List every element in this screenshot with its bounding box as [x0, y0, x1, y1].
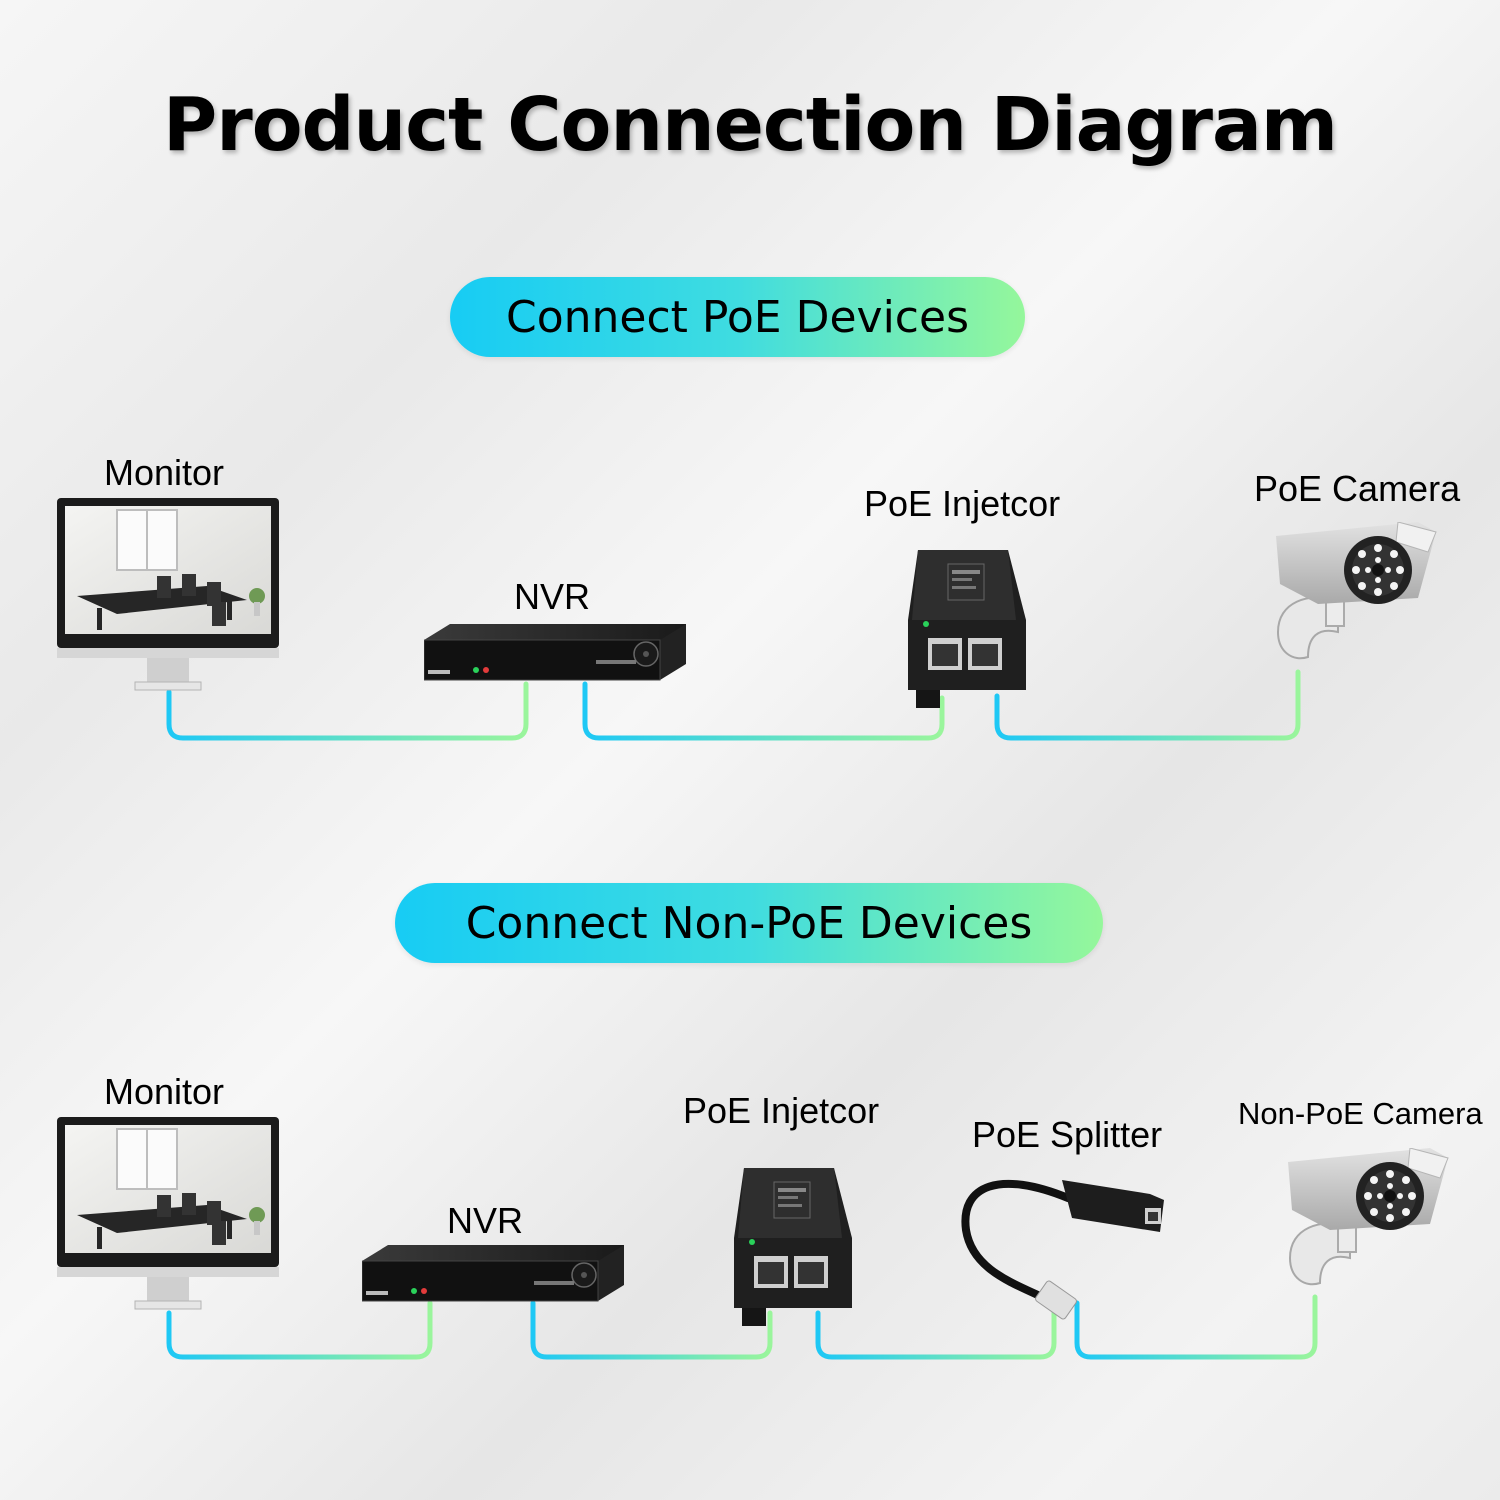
label-nvr-1: NVR — [514, 576, 591, 617]
label-camera-2: Non-PoE Camera — [1238, 1096, 1483, 1131]
label-injector-1: PoE Injetcor — [864, 483, 1061, 524]
label-splitter-2: PoE Splitter — [972, 1114, 1163, 1155]
poe-splitter-icon — [961, 1179, 1164, 1320]
camera-icon-2 — [1287, 1148, 1449, 1286]
label-monitor-2: Monitor — [104, 1071, 225, 1112]
label-nvr-2: NVR — [447, 1200, 524, 1241]
cable-nvr-injector-2 — [530, 1300, 773, 1360]
poe-injector-icon-1 — [908, 550, 1026, 709]
page-title: Product Connection Diagram — [162, 82, 1338, 168]
poe-injector-icon-2 — [734, 1168, 852, 1327]
cable-splitter-camera-2 — [1074, 1294, 1318, 1360]
cable-injector-camera-1 — [994, 669, 1301, 741]
label-injector-2: PoE Injetcor — [683, 1090, 880, 1131]
monitor-icon-2 — [57, 1117, 279, 1310]
cable-nvr-injector-1 — [582, 681, 945, 741]
section-heading-non-poe: Connect Non-PoE Devices — [395, 883, 1103, 963]
nvr-icon-2 — [362, 1245, 624, 1302]
label-monitor-1: Monitor — [104, 452, 225, 493]
nvr-icon-1 — [424, 624, 686, 681]
cable-group-2 — [166, 1294, 1318, 1360]
camera-icon-1 — [1275, 522, 1437, 660]
cable-monitor-nvr-2 — [166, 1300, 433, 1360]
section-heading-poe: Connect PoE Devices — [450, 277, 1025, 357]
cable-group-1 — [166, 669, 1301, 741]
cable-monitor-nvr-1 — [166, 681, 529, 741]
label-camera-1: PoE Camera — [1254, 468, 1461, 509]
cable-injector-splitter-2 — [815, 1305, 1057, 1360]
monitor-icon-1 — [57, 498, 279, 691]
